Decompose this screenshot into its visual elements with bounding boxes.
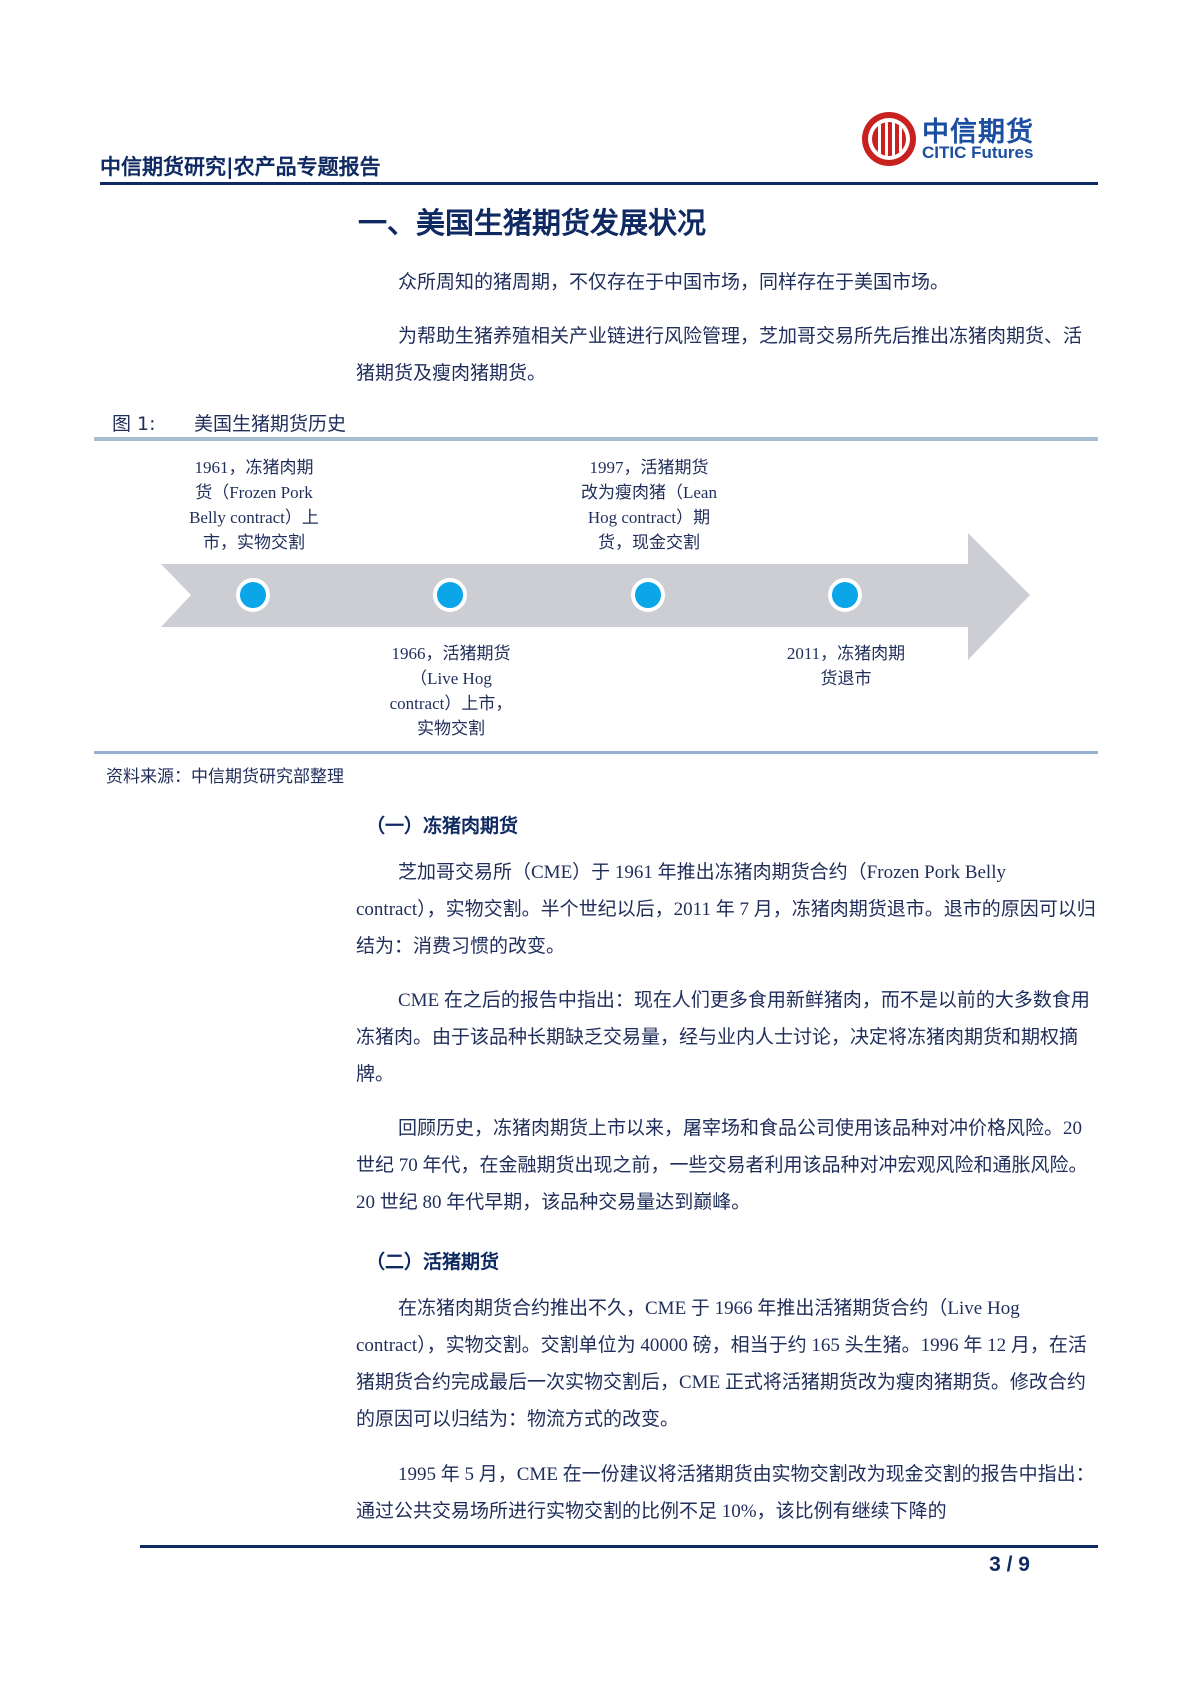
timeline-node-1997: [631, 578, 665, 612]
subsection-title-frozen-pork: （一）冻猪肉期货: [366, 815, 519, 837]
timeline-label-1961: 1961，冻猪肉期 货（Frozen Pork Belly contract）上…: [189, 458, 319, 552]
live-hog-paragraph-2: 1995 年 5 月，CME 在一份建议将活猪期货由实物交割改为现金交割的报告中…: [356, 1464, 1095, 1522]
figure-top-rule: [94, 437, 1098, 441]
figure-source: 资料来源：中信期货研究部整理: [106, 767, 344, 787]
timeline-node-1966: [433, 578, 467, 612]
logo-chinese-name: 中信期货: [922, 117, 1034, 148]
figure-number: 图 1:: [112, 413, 156, 435]
intro-paragraph-1: 众所周知的猪周期，不仅存在于中国市场，同样存在于美国市场。: [398, 272, 950, 293]
citic-futures-logo: 中信期货 CITIC Futures: [862, 110, 1062, 170]
figure-bottom-rule: [94, 751, 1098, 754]
timeline-label-2011: 2011，冻猪肉期 货退市: [786, 644, 906, 688]
section-title: 一、美国生猪期货发展状况: [358, 206, 707, 240]
frozen-pork-paragraph-2: CME 在之后的报告中指出：现在人们更多食用新鲜猪肉，而不是以前的大多数食用冻猪…: [356, 990, 1090, 1085]
timeline-label-1966: 1966，活猪期货 （Live Hog contract）上市， 实物交割: [389, 644, 513, 738]
header-divider: [100, 182, 1098, 185]
footer-divider: [140, 1545, 1098, 1548]
timeline-node-2011: [828, 578, 862, 612]
citic-logo-icon: [862, 112, 916, 166]
timeline-arrow: [161, 533, 1030, 660]
page-number: 3 / 9: [989, 1553, 1030, 1576]
logo-english-name: CITIC Futures: [922, 143, 1034, 162]
report-header-title: 中信期货研究|农产品专题报告: [100, 155, 381, 179]
timeline-label-1997: 1997，活猪期货 改为瘦肉猪（Lean Hog contract）期 货，现金…: [581, 458, 717, 552]
subsection-title-live-hog: （二）活猪期货: [366, 1251, 500, 1273]
frozen-pork-paragraph-1: 芝加哥交易所（CME）于 1961 年推出冻猪肉期货合约（Frozen Pork…: [356, 862, 1096, 957]
figure-caption: 图 1: 美国生猪期货历史: [112, 409, 346, 436]
live-hog-paragraph-1: 在冻猪肉期货合约推出不久，CME 于 1966 年推出活猪期货合约（Live H…: [356, 1298, 1087, 1430]
figure-title: 美国生猪期货历史: [194, 413, 347, 435]
timeline-node-1961: [236, 578, 270, 612]
frozen-pork-paragraph-3: 回顾历史，冻猪肉期货上市以来，屠宰场和食品公司使用该品种对冲价格风险。20 世纪…: [356, 1118, 1088, 1213]
intro-paragraph-2: 为帮助生猪养殖相关产业链进行风险管理，芝加哥交易所先后推出冻猪肉期货、活猪期货及…: [356, 326, 1083, 384]
